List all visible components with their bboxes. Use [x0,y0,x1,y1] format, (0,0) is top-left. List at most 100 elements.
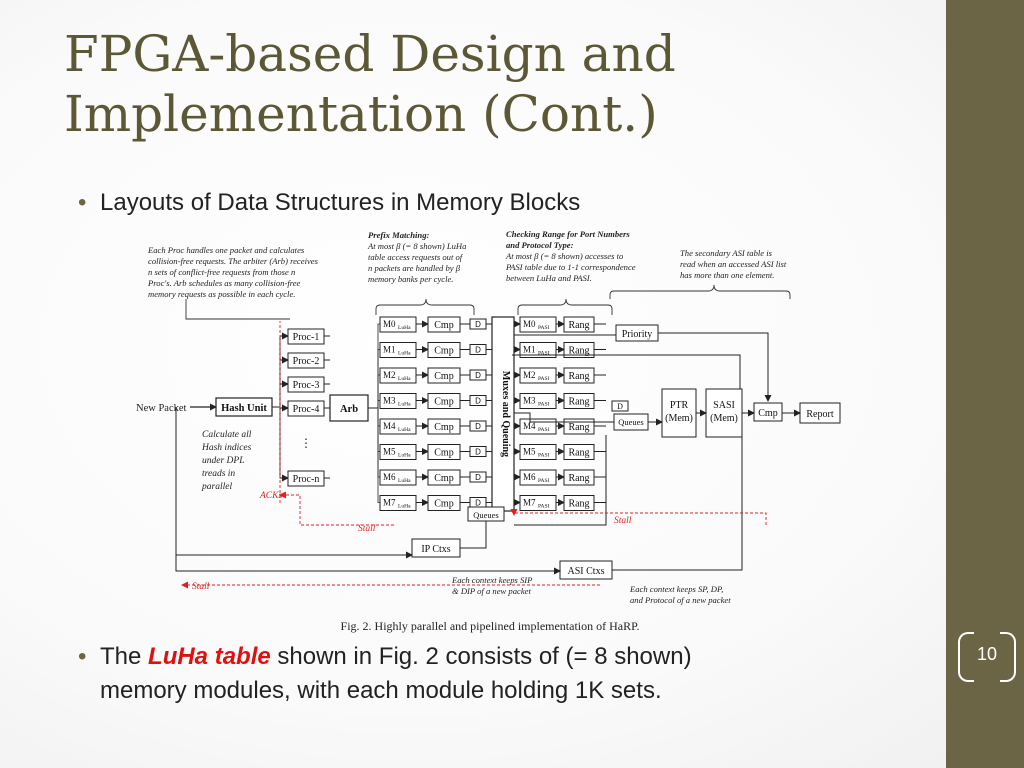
proc-label-1: Proc-2 [293,356,320,367]
label-queues-bottom: Queues [473,510,499,520]
note-hash-1: Calculate all [202,430,252,440]
note-hash-3: under DPL [202,456,245,466]
luha-m-3: M3 [383,396,396,406]
pasi-m-2: M2 [523,370,536,380]
title-line-2: Implementation (Cont.) [64,85,658,143]
proc-label-3: Proc-4 [293,404,320,415]
label-new-packet: New Packet [136,403,187,414]
label-asi-ctxs: ASI Ctxs [568,566,605,577]
luha-m-4: M4 [383,421,396,431]
pasi-sub-3: PASI [538,402,550,408]
cmp-6: Cmp [434,473,453,484]
proc-label-4: Proc-n [293,474,320,485]
label-ptr-2: (Mem) [665,413,693,424]
note-prefix-2: table access requests out of [368,252,464,262]
luha-sub-4: LuHa [398,427,411,433]
luha-m-6: M6 [383,472,396,482]
label-stall-bottom: Stall [192,582,210,592]
harp-diagram: Each Proc handles one packet and calcula… [136,229,841,633]
label-acks: ACKs [259,491,282,501]
proc-label-0: Proc-1 [293,332,320,343]
brace-range [517,298,613,315]
bracket-left [958,632,974,682]
pasi-m-0: M0 [523,319,536,329]
label-report: Report [806,409,833,420]
pasi-sub-5: PASI [538,453,550,459]
label-sasi-2: (Mem) [710,413,738,424]
rang-0: Rang [568,320,589,331]
bullet-luha-line2: memory modules, with each module holding… [100,677,662,704]
pasi-m-5: M5 [523,447,536,457]
note-prefix-4: memory banks per cycle. [368,274,453,284]
bullet-luha-text: The LuHa table shown in Fig. 2 consists … [100,640,692,708]
note-proc-1: Each Proc handles one packet and calcula… [147,245,305,255]
page-number-badge: 10 [958,632,1016,682]
label-hash-unit: Hash Unit [221,403,267,414]
d-reg-4: D [475,422,481,431]
rang-3: Rang [568,397,589,408]
note-prefix-title: Prefix Matching: [368,230,429,240]
d-reg-5: D [475,448,481,457]
rang-5: Rang [568,448,589,459]
note-range-2: PASI table due to 1-1 correspondence [505,262,636,272]
luha-sub-5: LuHa [398,453,411,459]
pasi-sub-6: PASI [538,478,550,484]
note-hash-4: treads in [202,469,235,479]
d-reg-2: D [475,371,481,380]
bullet-luha: • The LuHa table shown in Fig. 2 consist… [78,640,798,710]
rang-7: Rang [568,499,589,510]
luha-m-1: M1 [383,345,396,355]
note-ipctx-2: & DIP of a new packet [452,586,531,596]
note-asictx-2: and Protocol of a new packet [630,595,731,605]
pasi-m-7: M7 [523,498,536,508]
cmp-2: Cmp [434,371,453,382]
note-asi-3: has more than one element. [680,270,774,280]
note-proc-5: memory requests as possible in each cycl… [148,289,295,299]
luha-m-7: M7 [383,498,396,508]
pasi-sub-2: PASI [538,376,550,382]
d-reg-6: D [475,473,481,482]
note-prefix-1: At most β (= 8 shown) LuHa [367,241,466,251]
note-hash-2: Hash indices [201,443,252,453]
bullet-luha-pre: The [100,643,149,670]
slide-title: FPGA-based Design and Implementation (Co… [64,24,824,144]
luha-sub-3: LuHa [398,402,411,408]
pasi-m-3: M3 [523,396,536,406]
label-mux: Muxes and Queuing [500,371,511,457]
rang-6: Rang [568,473,589,484]
rang-1: Rang [568,346,589,357]
note-hash-5: parallel [201,482,232,492]
label-ptr-1: PTR [670,400,689,411]
bullet-text: Layouts of Data Structures in Memory Blo… [100,189,581,216]
bullet-luha-post: shown in Fig. 2 consists of (= 8 shown) [270,643,692,670]
brace-asi [609,284,791,299]
rang-4: Rang [568,422,589,433]
d-reg-0: D [475,320,481,329]
title-line-1: FPGA-based Design and [64,25,676,83]
note-ipctx-1: Each context keeps SIP [451,575,533,585]
luha-sub-0: LuHa [398,325,411,331]
brace-prefix [375,298,475,315]
note-proc-4: Proc's. Arb schedules as many collision-… [147,278,301,288]
bullet-luha-emph: LuHa table [148,643,271,670]
note-asictx-1: Each context keeps SP, DP, [629,584,723,594]
label-sasi-1: SASI [713,400,735,411]
note-proc-2: collision-free requests. The arbiter (Ar… [148,256,319,266]
note-proc-3: n sets of conflict-free requests from th… [148,267,295,277]
leader-proc [185,299,290,320]
label-ip-ctxs: IP Ctxs [421,544,450,555]
note-asi-2: read when an accessed ASI list [680,259,787,269]
cmp-4: Cmp [434,422,453,433]
note-range-title-1: Checking Range for Port Numbers [506,229,630,239]
label-arb: Arb [340,404,358,415]
luha-m-2: M2 [383,370,396,380]
label-queues-right: Queues [618,417,644,427]
cmp-5: Cmp [434,448,453,459]
cmp-1: Cmp [434,346,453,357]
luha-sub-6: LuHa [398,478,411,484]
pasi-m-4: M4 [523,421,536,431]
luha-m-5: M5 [383,447,396,457]
proc-ellipsis: ⋮ [300,436,312,450]
